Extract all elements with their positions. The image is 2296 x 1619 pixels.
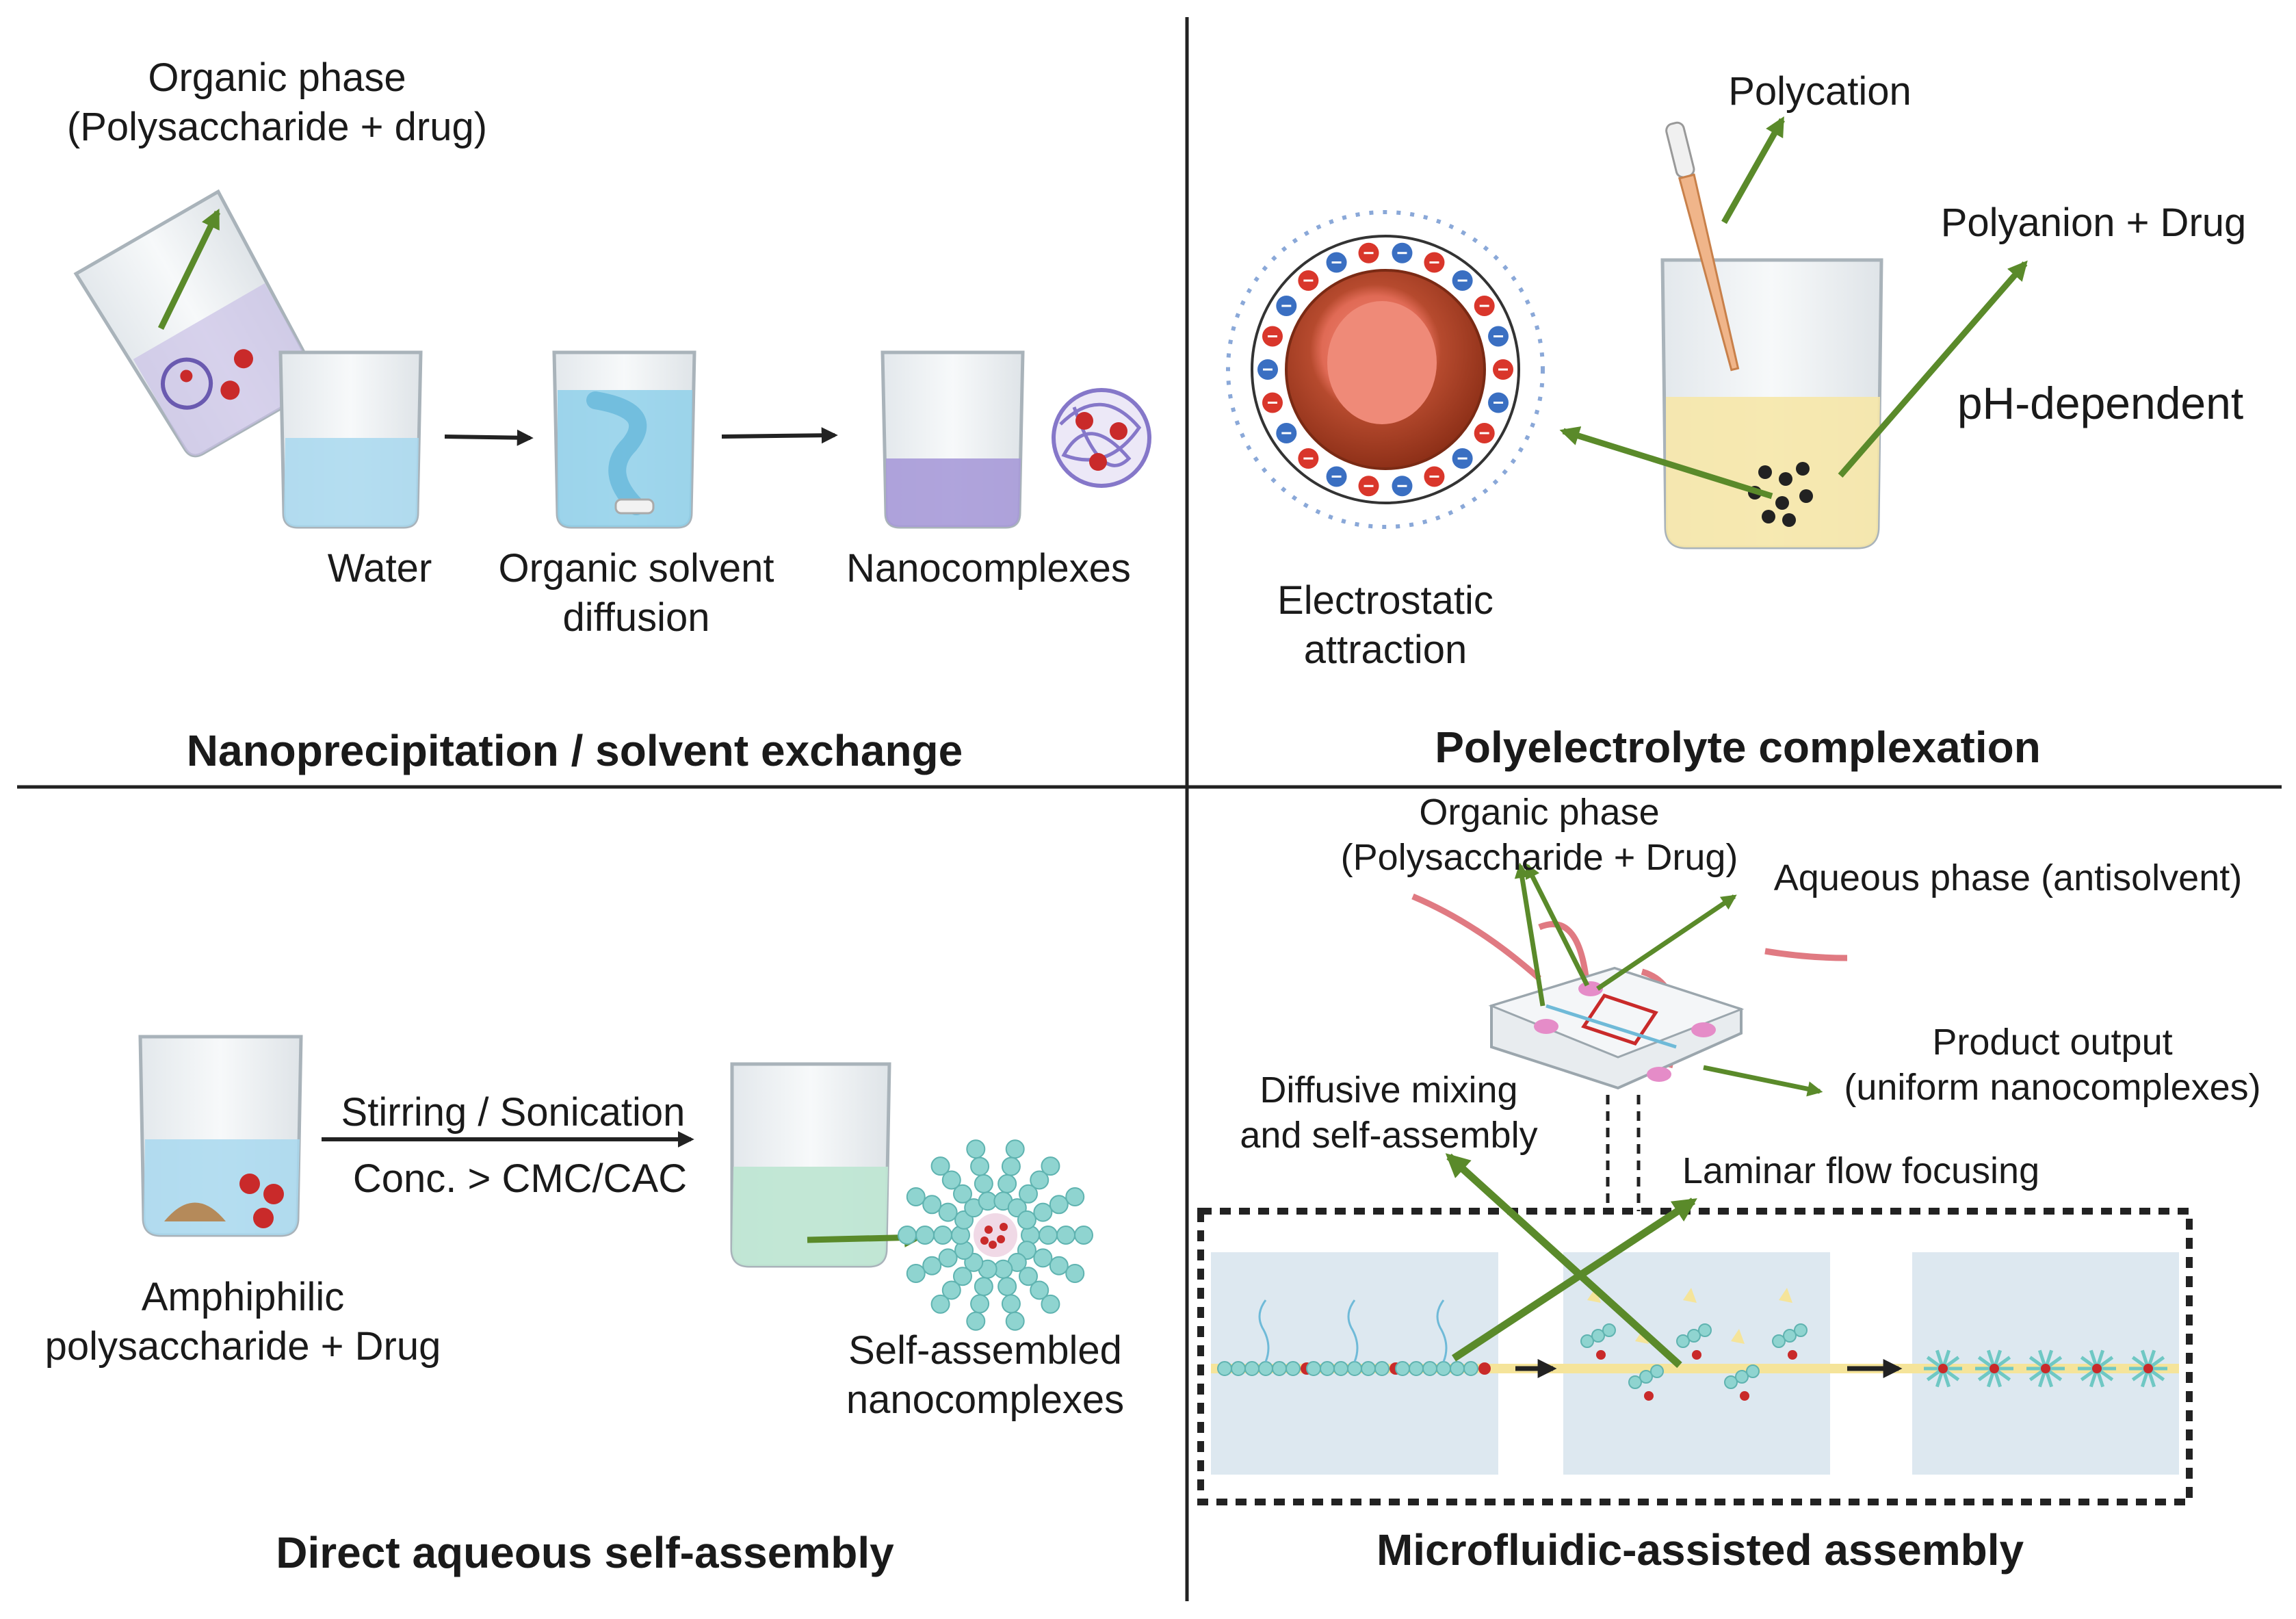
nanocomplex-particle — [1052, 388, 1151, 488]
diffusion-line1: Organic solvent — [498, 546, 774, 591]
polyanion-arrow — [1838, 260, 2028, 478]
self-assembly-title: Direct aqueous self-assembly — [276, 1528, 894, 1577]
organic-arrow-1 — [1514, 862, 1545, 1007]
product-output-label: Product output (uniform nanocomplexes) — [1820, 1020, 2285, 1110]
aqueous-arrow — [1596, 894, 1737, 991]
output-line2: nanocomplexes — [846, 1377, 1125, 1422]
micro-organic-line1: Organic phase — [1419, 792, 1660, 833]
polyelectrolyte-title: Polyelectrolyte complexation — [1435, 723, 2041, 772]
organic-phase-line2: (Polysaccharide + drug) — [66, 105, 488, 149]
charge-ring — [1257, 242, 1513, 497]
output-line1: Self-assembled — [848, 1328, 1122, 1373]
nanoprecipitation-title: Nanoprecipitation / solvent exchange — [186, 726, 963, 775]
diffusive-mixing-label: Diffusive mixing and self-assembly — [1218, 1067, 1560, 1158]
mixing-line1: Diffusive mixing — [1260, 1070, 1518, 1111]
organic-arrow-2 — [1524, 862, 1590, 987]
diffusion-beaker — [552, 350, 696, 529]
microfluidic-title: Microfluidic-assisted assembly — [1376, 1525, 2024, 1575]
attraction-arrow — [1559, 426, 1773, 500]
microfluidic-chip — [1411, 893, 1848, 1090]
micro-organic-line2: (Polysaccharide + Drug) — [1340, 837, 1738, 878]
input-line1: Amphiphilic — [141, 1275, 345, 1319]
organic-phase-label: Organic phase (Polysaccharide + drug) — [0, 53, 554, 152]
laminar-arrow — [1451, 1197, 1697, 1362]
mixing-arrow — [1445, 1153, 1682, 1369]
condition-label: Conc. > CMC/CAC — [352, 1156, 688, 1201]
ph-label: pH-dependent — [1957, 378, 2244, 428]
input-line2: polysaccharide + Drug — [44, 1324, 441, 1369]
organic-phase-line1: Organic phase — [148, 55, 406, 100]
polycation-label: Polycation — [1728, 69, 1912, 114]
product-output-line2: (uniform nanocomplexes) — [1844, 1067, 2261, 1108]
channel-contents — [1217, 1288, 2167, 1401]
channel-panel-2 — [1563, 1252, 1830, 1475]
output-arrow — [1703, 1065, 1823, 1097]
arrow-2 — [721, 427, 838, 444]
electrostatic-particle — [1226, 210, 1545, 529]
flow-channel-box — [1197, 1208, 2193, 1505]
self-assembled-label: Self-assembled nanocomplexes — [804, 1326, 1166, 1425]
arrow-1 — [444, 429, 534, 446]
organic-phase-arrow — [157, 208, 221, 330]
nanocomplex-beaker — [880, 350, 1025, 529]
aqueous-label: Aqueous phase (antisolvent) — [1773, 857, 2243, 898]
mixing-line2: and self-assembly — [1240, 1115, 1538, 1156]
polyanion-label: Polyanion + Drug — [1940, 200, 2247, 245]
diffusion-label: Organic solvent diffusion — [479, 544, 794, 643]
diffusion-line2: diffusion — [562, 595, 710, 640]
micro-organic-label: Organic phase (Polysaccharide + Drug) — [1307, 790, 1772, 880]
pipette — [1665, 121, 1740, 372]
polycation-arrow — [1721, 116, 1785, 224]
attraction-line1: Electrostatic — [1277, 578, 1493, 623]
electrostatic-label: Electrostatic attraction — [1225, 576, 1546, 675]
attraction-line2: attraction — [1303, 627, 1467, 672]
polyanion-beaker — [1660, 258, 1883, 549]
nanocomplexes-label: Nanocomplexes — [846, 546, 1131, 591]
amphiphilic-label: Amphiphilic polysaccharide + Drug — [14, 1273, 472, 1371]
product-output-line1: Product output — [1932, 1022, 2173, 1063]
stirring-label: Stirring / Sonication — [341, 1090, 686, 1135]
micelle — [898, 1139, 1093, 1331]
water-beaker — [278, 350, 423, 529]
amphiphilic-beaker — [138, 1035, 303, 1237]
laminar-label: Laminar flow focusing — [1682, 1150, 2040, 1191]
water-label: Water — [327, 546, 432, 591]
